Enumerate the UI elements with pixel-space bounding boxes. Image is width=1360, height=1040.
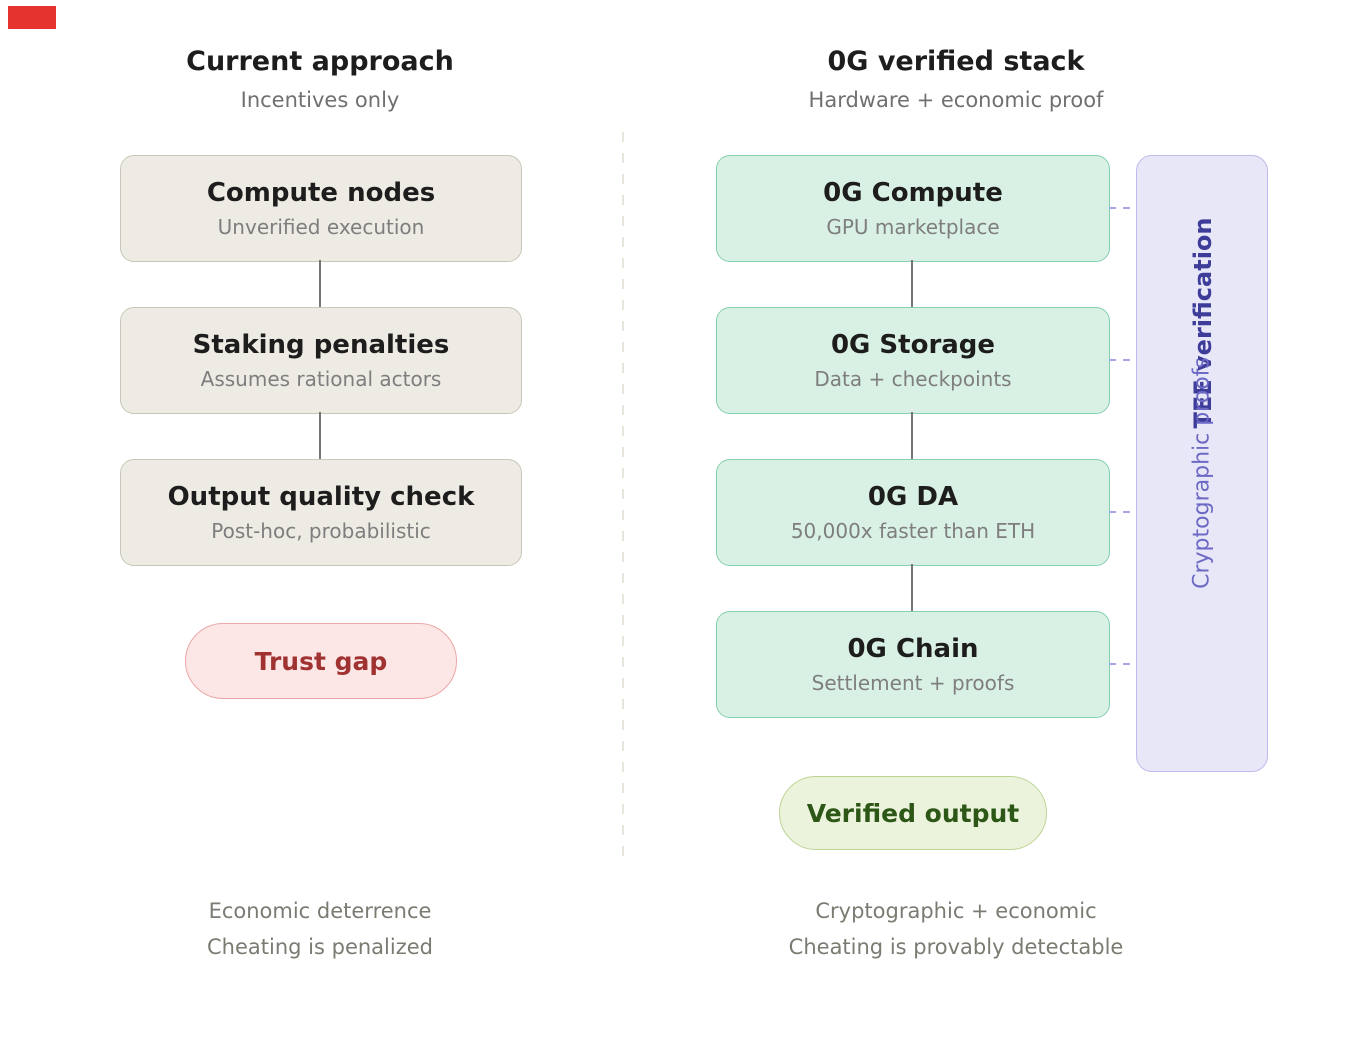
box-0g-compute: 0G Compute GPU marketplace: [716, 155, 1110, 262]
left-caption-line2: Cheating is penalized: [207, 935, 433, 959]
box-title: 0G Storage: [830, 330, 996, 360]
box-subtitle: Settlement + proofs: [811, 671, 1015, 695]
right-column-title: 0G verified stack: [827, 46, 1085, 77]
dashed-connector: [1109, 207, 1136, 209]
box-title: Compute nodes: [206, 178, 436, 208]
verified-output-pill: Verified output: [779, 776, 1047, 850]
left-column-title: Current approach: [186, 46, 454, 77]
right-column-subtitle: Hardware + economic proof: [808, 88, 1104, 112]
connector-line: [319, 260, 321, 307]
corner-marker: [8, 6, 56, 29]
left-caption: Economic deterrence Cheating is penalize…: [20, 893, 620, 965]
dashed-connector: [1109, 359, 1136, 361]
left-caption-line1: Economic deterrence: [208, 899, 432, 923]
right-caption-line2: Cheating is provably detectable: [788, 935, 1124, 959]
box-subtitle: Assumes rational actors: [200, 367, 442, 391]
column-divider: [622, 132, 624, 860]
box-subtitle: Data + checkpoints: [814, 367, 1012, 391]
dashed-connector: [1109, 511, 1136, 513]
box-0g-chain: 0G Chain Settlement + proofs: [716, 611, 1110, 718]
box-subtitle: Post-hoc, probabilistic: [211, 519, 431, 543]
box-title: 0G Chain: [847, 634, 979, 664]
dashed-connector: [1109, 663, 1136, 665]
box-compute-nodes: Compute nodes Unverified execution: [120, 155, 522, 262]
box-subtitle: 50,000x faster than ETH: [790, 519, 1036, 543]
connector-line: [911, 564, 913, 611]
verified-output-label: Verified output: [806, 798, 1020, 828]
tee-verification-panel: TEE verification Cryptographic proofs: [1136, 155, 1268, 772]
connector-line: [319, 412, 321, 459]
box-subtitle: GPU marketplace: [826, 215, 1000, 239]
trust-gap-label: Trust gap: [254, 646, 388, 676]
box-0g-da: 0G DA 50,000x faster than ETH: [716, 459, 1110, 566]
right-caption: Cryptographic + economic Cheating is pro…: [656, 893, 1256, 965]
left-column-subtitle: Incentives only: [240, 88, 400, 112]
box-title: 0G Compute: [823, 178, 1003, 208]
box-subtitle: Unverified execution: [217, 215, 425, 239]
box-0g-storage: 0G Storage Data + checkpoints: [716, 307, 1110, 414]
box-staking-penalties: Staking penalties Assumes rational actor…: [120, 307, 522, 414]
box-title: Output quality check: [167, 482, 475, 512]
cryptographic-proofs-label: Cryptographic proofs: [1189, 357, 1215, 589]
right-caption-line1: Cryptographic + economic: [815, 899, 1097, 923]
box-title: 0G DA: [867, 482, 959, 512]
trust-gap-pill: Trust gap: [185, 623, 457, 699]
connector-line: [911, 260, 913, 307]
box-title: Staking penalties: [192, 330, 450, 360]
box-output-quality-check: Output quality check Post-hoc, probabili…: [120, 459, 522, 566]
connector-line: [911, 412, 913, 459]
